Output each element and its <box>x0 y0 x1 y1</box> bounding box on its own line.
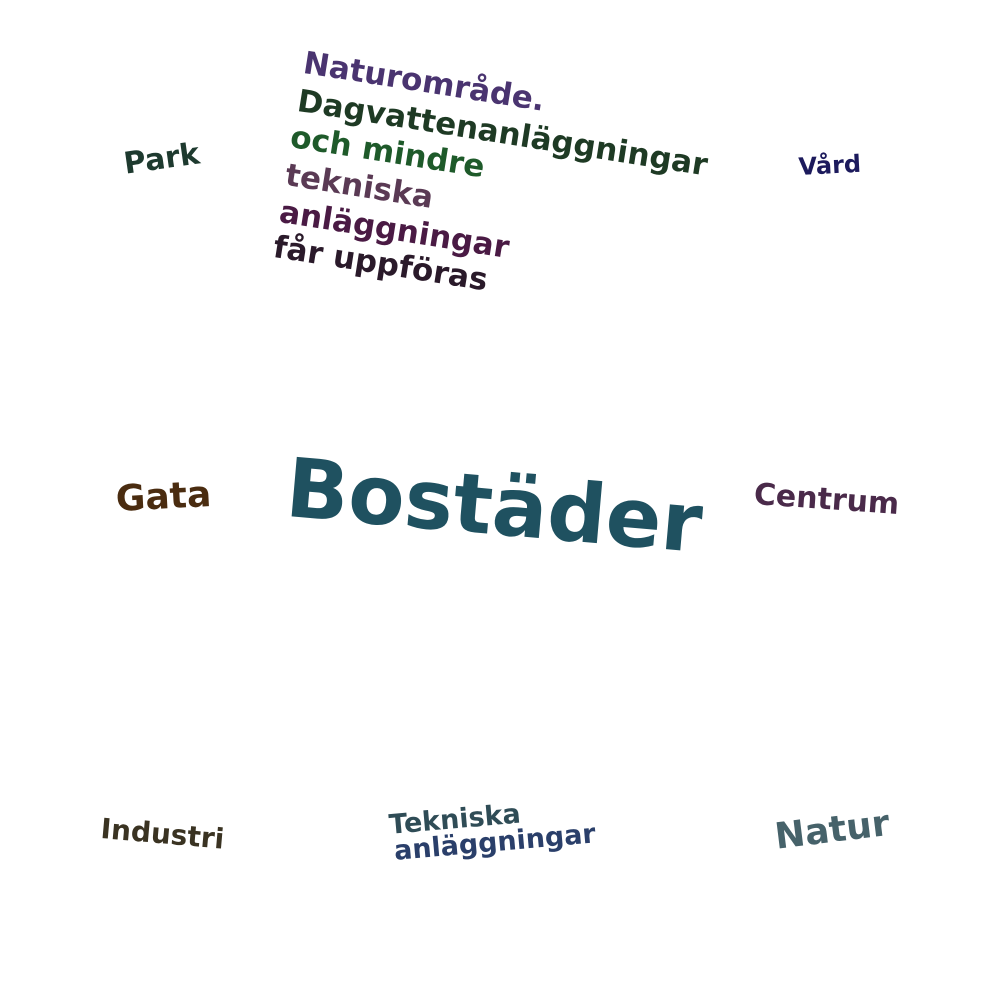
word-centrum: Centrum <box>752 477 901 523</box>
word-bostader: Bostäder <box>282 441 706 573</box>
word-vard: Vård <box>797 149 862 181</box>
word-industri: Industri <box>99 812 226 856</box>
word-gata: Gata <box>114 474 213 520</box>
word-park: Park <box>121 136 202 182</box>
word-natur: Natur <box>772 803 892 858</box>
